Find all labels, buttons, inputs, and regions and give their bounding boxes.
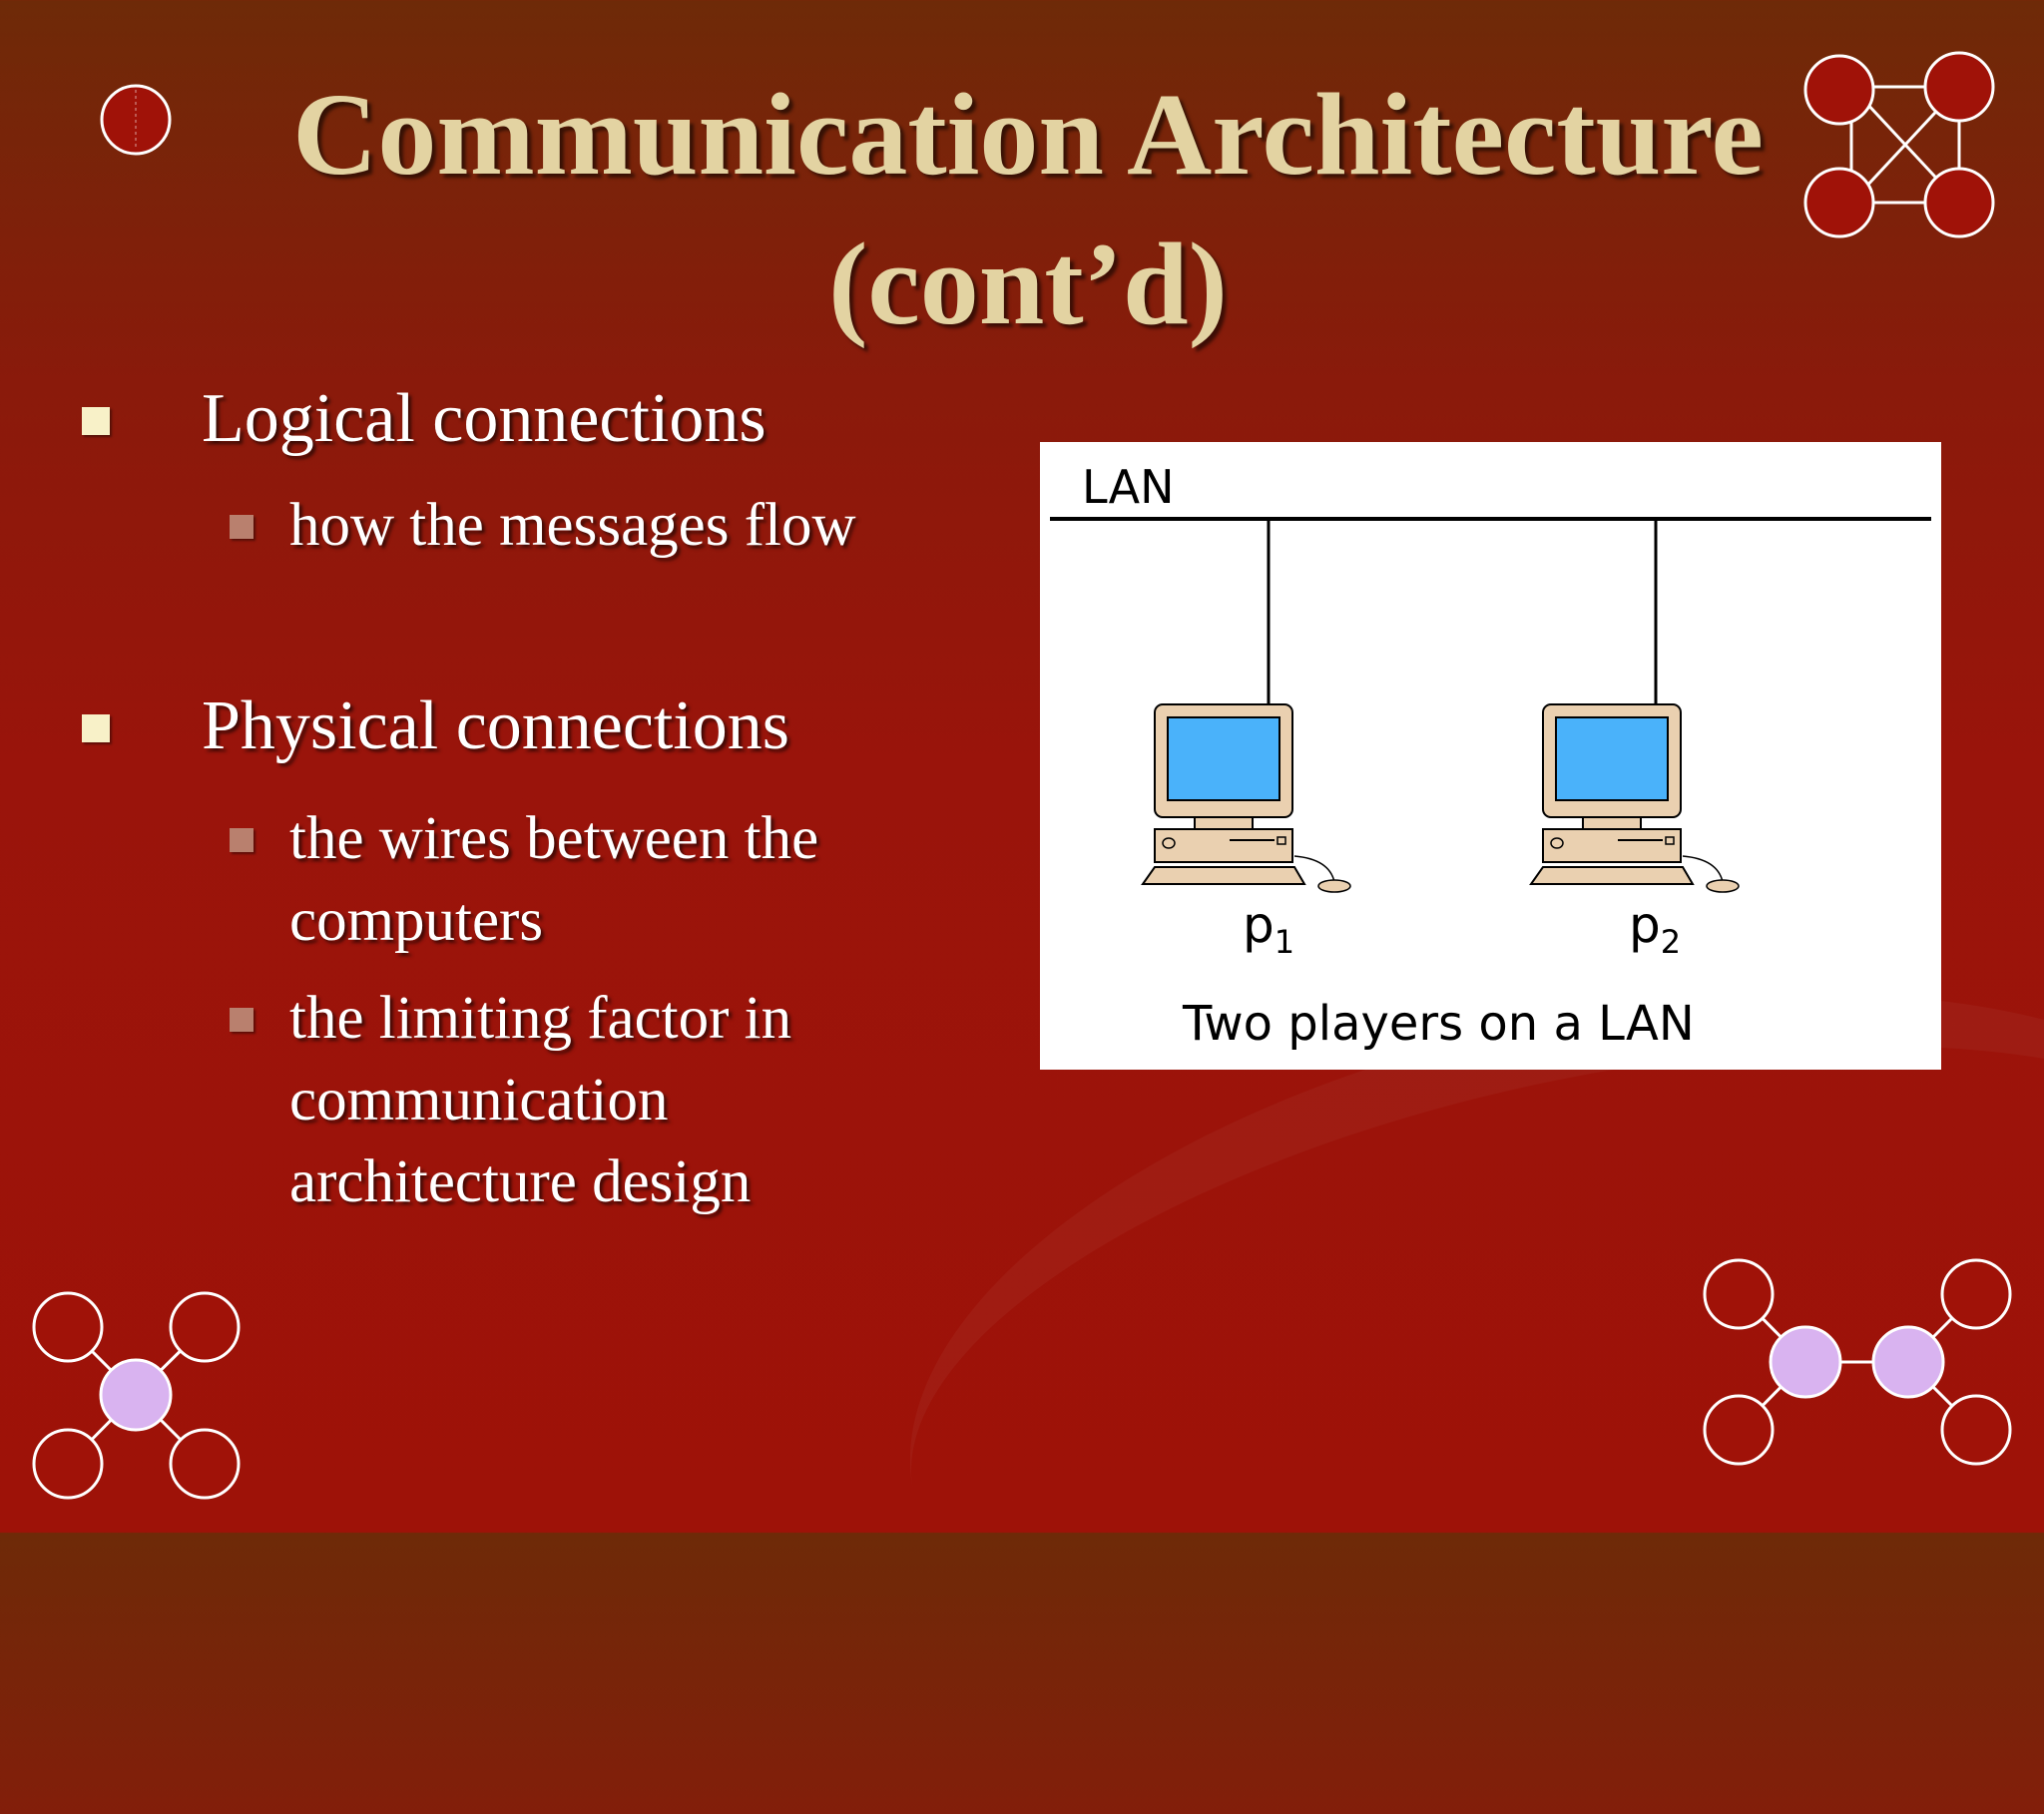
figure-caption: Two players on a LAN [1183, 996, 1695, 1052]
node-label-p2: p2 [1629, 896, 1681, 961]
sub-bullet-line: computers [289, 887, 544, 954]
sub-bullet-messages: how the messages flow [230, 485, 856, 567]
node-label-p2-subscript: 2 [1660, 923, 1682, 961]
slide-title-line-1: Communication Architecture [292, 69, 1764, 200]
bullet-logical: Logical connections [82, 379, 766, 459]
sub-bullet-square-icon [230, 515, 254, 539]
node-label-p1-subscript: 1 [1274, 923, 1295, 961]
sub-bullet-line: architecture design [289, 1148, 752, 1215]
computer-2-icon [1529, 703, 1740, 893]
title-bullet-node-icon [100, 84, 172, 156]
bullet-text: Physical connections [202, 687, 790, 764]
sub-bullet-square-icon [230, 1008, 254, 1032]
slide-title: Communication Architecture (cont’d) [180, 60, 1876, 359]
node-label-p1-base: p [1243, 896, 1275, 954]
sub-bullet-limiting: the limiting factor in communication arc… [230, 978, 792, 1223]
slide-title-line-2: (cont’d) [828, 219, 1228, 349]
sub-bullet-line: the limiting factor in [289, 985, 792, 1052]
node-cluster-right-icon [1703, 1258, 2012, 1466]
computer-1-icon [1141, 703, 1351, 893]
lan-label: LAN [1082, 460, 1175, 514]
lan-diagram-lines [1050, 517, 1931, 893]
node-label-p2-base: p [1629, 896, 1661, 954]
sub-bullet-text: how the messages flow [289, 492, 856, 559]
bullet-square-icon [82, 714, 110, 742]
network-graph-icon [1803, 51, 1995, 238]
bullet-square-icon [82, 407, 110, 435]
sub-bullet-line: communication [289, 1067, 669, 1134]
bullet-text: Logical connections [202, 380, 766, 457]
bullet-physical: Physical connections [82, 686, 790, 766]
lan-diagram: LAN p1 p2 Two players on a LAN [1040, 442, 1941, 1070]
sub-bullet-square-icon [230, 828, 254, 852]
node-cluster-left-icon [32, 1291, 241, 1500]
sub-bullet-wires: the wires between the computers [230, 798, 819, 962]
sub-bullet-line: the wires between the [289, 805, 819, 872]
node-label-p1: p1 [1243, 896, 1294, 961]
